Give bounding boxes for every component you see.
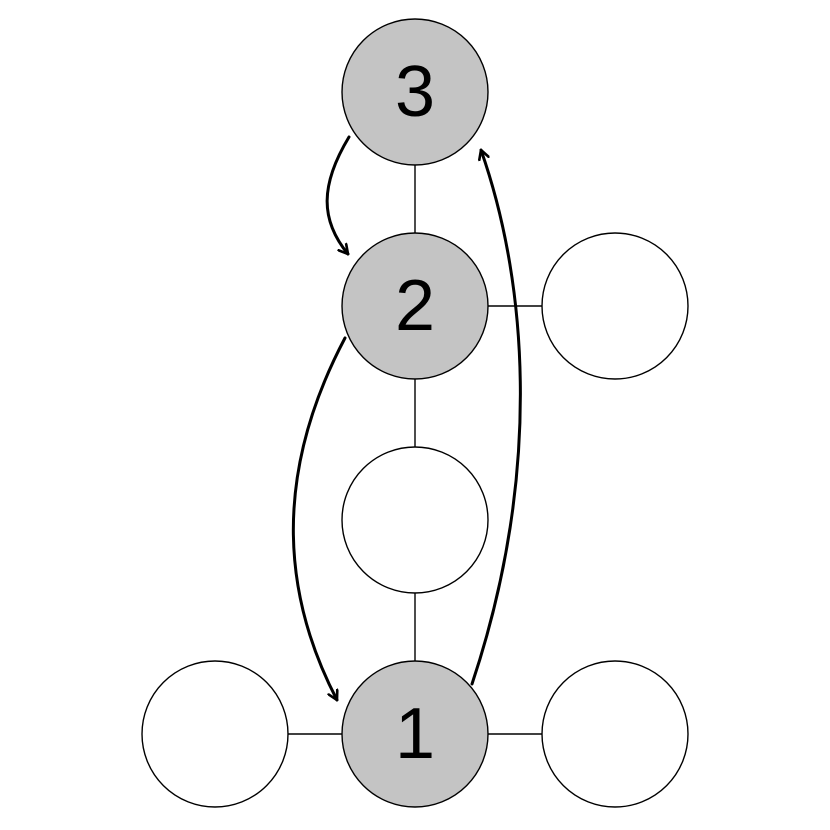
node-right-of-1 — [541, 660, 689, 808]
node-middle — [341, 446, 489, 594]
node-left-of-1-circle — [141, 660, 289, 808]
node-2-circle — [341, 232, 489, 380]
node-right-of-1-circle — [541, 660, 689, 808]
node-1: 1 — [341, 660, 489, 808]
node-2-label: 2 — [395, 266, 435, 346]
edge-layer — [215, 92, 615, 735]
node-right-of-2 — [541, 232, 689, 380]
node-3: 3 — [341, 18, 489, 166]
node-middle-circle — [341, 446, 489, 594]
node-3-label: 3 — [395, 52, 435, 132]
node-left-of-1 — [141, 660, 289, 808]
node-1-circle — [341, 660, 489, 808]
arrow-3-to-2 — [325, 135, 351, 256]
node-1-label: 1 — [395, 694, 435, 774]
node-layer: 3 2 1 — [141, 18, 689, 808]
arrow-2-to-1 — [291, 336, 347, 702]
node-3-circle — [341, 18, 489, 166]
arrow-layer — [291, 135, 522, 702]
node-right-of-2-circle — [541, 232, 689, 380]
node-2: 2 — [341, 232, 489, 380]
arrow-1-to-3 — [470, 148, 522, 686]
